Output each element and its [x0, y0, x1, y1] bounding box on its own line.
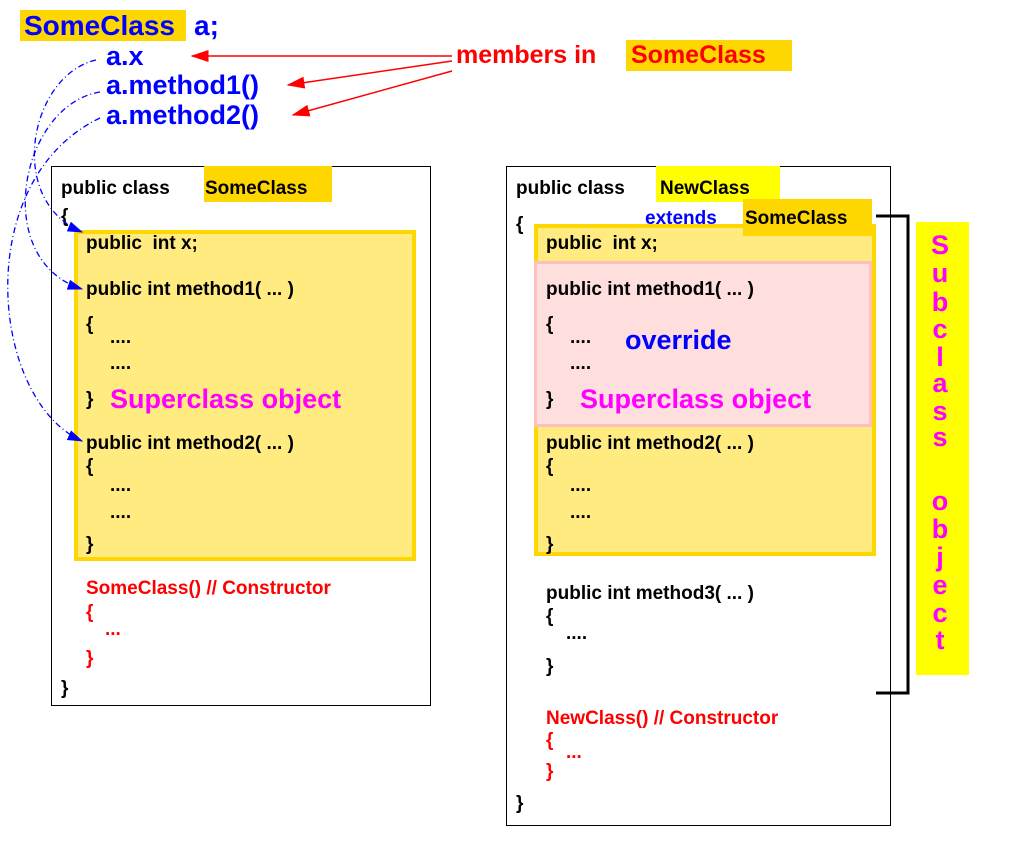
brace: } — [546, 389, 554, 410]
dots: .... — [570, 502, 592, 523]
brace: } — [86, 648, 94, 669]
subclass-object-band — [916, 222, 969, 675]
ctor-body: ... — [105, 619, 121, 640]
brace: } — [546, 761, 554, 782]
highlight — [743, 199, 872, 236]
parent-class: SomeClass — [745, 208, 848, 229]
override-label: override — [625, 325, 732, 355]
brace: } — [86, 389, 94, 410]
method2-sig: public int method2( ... ) — [546, 433, 754, 454]
superclass-label: Superclass object — [580, 384, 812, 414]
ctor-body: ... — [566, 742, 582, 763]
subclass-letter: b — [931, 514, 949, 544]
subclass-letter: u — [931, 258, 949, 288]
method1-sig: public int method1( ... ) — [86, 279, 294, 300]
subclass-letter: t — [935, 625, 945, 655]
link-method2 — [7, 117, 101, 442]
subclass-letter: S — [930, 230, 949, 260]
brace: { — [86, 602, 94, 623]
highlight — [656, 166, 780, 202]
subclass-letter: s — [932, 396, 948, 426]
subclass-letter: c — [932, 598, 948, 628]
dots: .... — [566, 623, 588, 644]
brace: { — [546, 606, 554, 627]
member-x: a.x — [106, 41, 144, 71]
arrow-to-method2 — [291, 70, 453, 117]
brace: { — [546, 456, 554, 477]
dots: .... — [110, 502, 132, 523]
members-class: SomeClass — [631, 41, 766, 69]
class-name: SomeClass — [205, 178, 308, 199]
brace: { — [86, 314, 94, 335]
dots: .... — [570, 327, 592, 348]
superclass-label: Superclass object — [110, 384, 342, 414]
brace: } — [61, 678, 69, 699]
subclass-letter: e — [932, 570, 948, 600]
class-name: NewClass — [660, 178, 750, 199]
decl-var: a; — [194, 10, 219, 41]
decl-type: SomeClass — [24, 10, 175, 41]
members-label: members in — [456, 41, 597, 69]
member-method2: a.method2() — [106, 100, 260, 130]
dots: .... — [570, 475, 592, 496]
link-x — [33, 59, 97, 233]
dots: .... — [110, 327, 132, 348]
subclass-letter: c — [932, 314, 948, 344]
highlight — [204, 166, 332, 202]
class-decl: public class — [516, 178, 625, 199]
superclass-object-box — [74, 230, 416, 561]
brace: { — [546, 314, 554, 335]
brace: } — [86, 534, 94, 555]
method1-sig: public int method1( ... ) — [546, 279, 754, 300]
subclass-letter: b — [931, 287, 949, 317]
subclass-bracket — [876, 214, 910, 695]
field-x: public int x; — [546, 233, 658, 254]
extends-keyword: extends — [645, 208, 717, 229]
highlight — [626, 40, 792, 71]
method2-sig: public int method2( ... ) — [86, 433, 294, 454]
dots: .... — [570, 353, 592, 374]
member-method1: a.method1() — [106, 70, 260, 100]
subclass-letter: a — [932, 368, 948, 398]
constructor: SomeClass() // Constructor — [86, 578, 331, 599]
dots: .... — [110, 475, 132, 496]
subclass-letter: o — [931, 486, 949, 516]
field-x: public int x; — [86, 233, 198, 254]
dots: .... — [110, 353, 132, 374]
subclass-letter: j — [936, 542, 944, 572]
override-region — [534, 261, 872, 427]
brace: } — [546, 656, 554, 677]
brace: { — [546, 730, 554, 751]
subclass-letter: l — [936, 342, 944, 372]
class-decl: public class — [61, 178, 170, 199]
highlight — [20, 10, 186, 41]
subclass-letter: s — [932, 422, 948, 452]
brace: } — [516, 793, 524, 814]
link-method1 — [24, 91, 101, 290]
brace: { — [86, 456, 94, 477]
constructor: NewClass() // Constructor — [546, 708, 779, 729]
arrow-to-method1 — [286, 60, 453, 89]
brace: } — [546, 534, 554, 555]
brace: { — [516, 214, 524, 235]
brace: { — [61, 206, 69, 227]
method3-sig: public int method3( ... ) — [546, 583, 754, 604]
